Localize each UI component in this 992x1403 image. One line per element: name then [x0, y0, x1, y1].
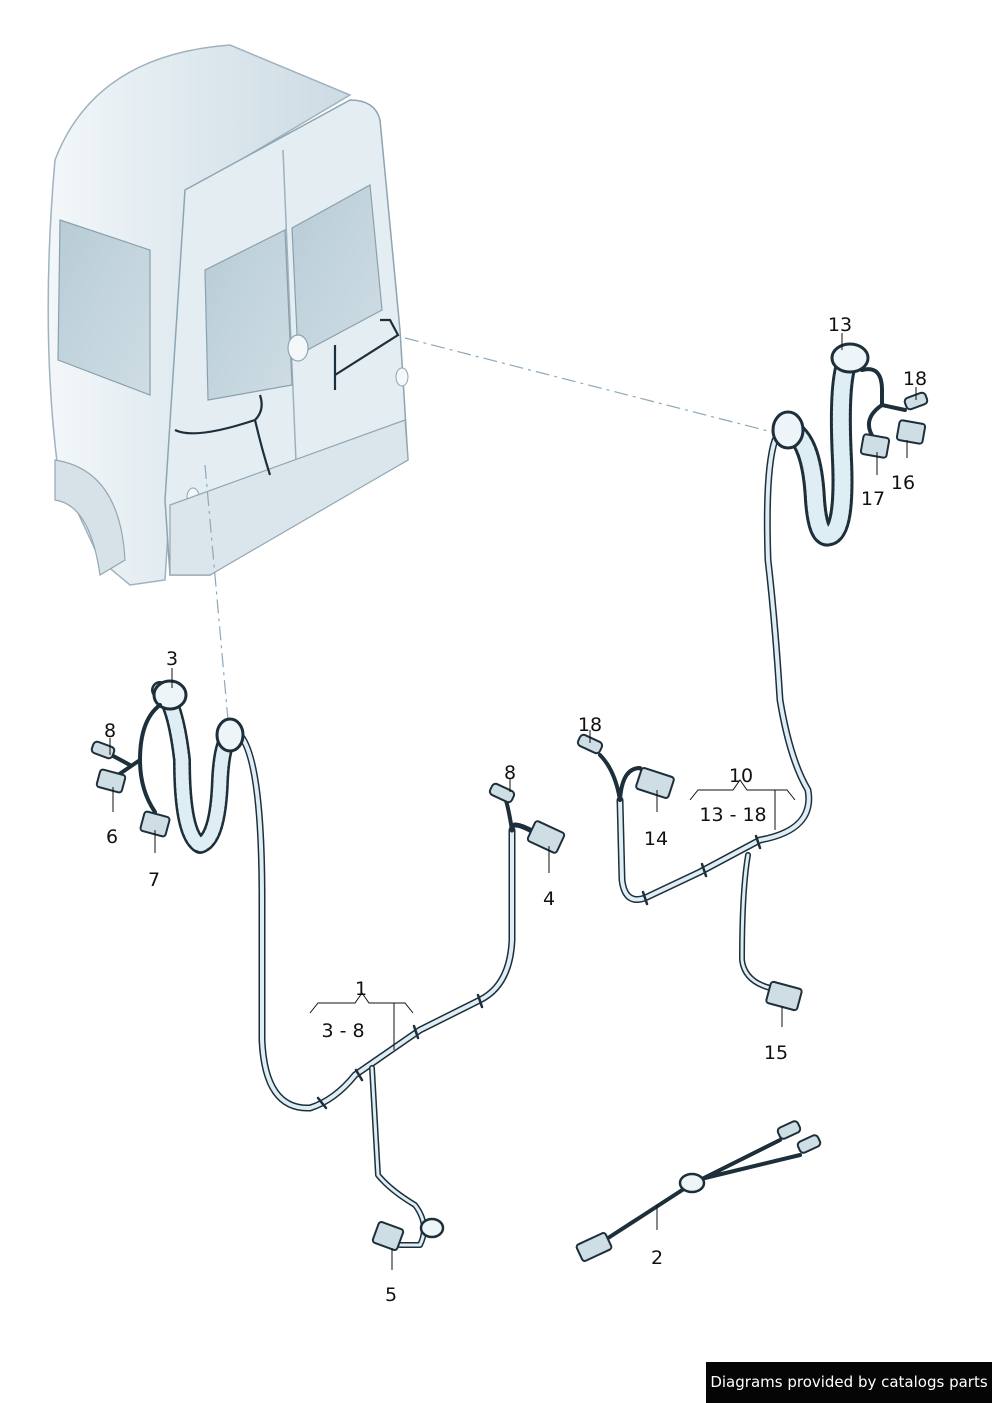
van-rear-window-right: [291, 184, 383, 356]
van-door-split: [282, 149, 299, 511]
van-bumper: [169, 419, 409, 576]
connector-4: [526, 820, 566, 854]
connector-5: [371, 1221, 405, 1251]
grommet-bellows-3: [151, 679, 245, 854]
callout-7: 7: [147, 869, 161, 891]
callout-4: 4: [542, 888, 556, 910]
van-side-body: [47, 44, 352, 586]
connector-7: [139, 810, 171, 838]
connector-6: [95, 768, 127, 794]
harness-1-branch-5: [369, 1065, 427, 1248]
callout-17: 17: [860, 488, 886, 510]
callout-18-right: 18: [902, 368, 928, 390]
sensor-2-b: [796, 1134, 822, 1154]
catalog-credit-banner: Diagrams provided by catalogs parts: [706, 1362, 992, 1403]
harness-10: [576, 342, 929, 1012]
van-wheel-arch: [54, 459, 126, 576]
callout-10: 10: [728, 765, 754, 787]
harness-1-trunk: [236, 731, 516, 1112]
callout-10-range: 13 - 18: [699, 804, 767, 826]
callout-8-left: 8: [103, 720, 117, 742]
van-side-window: [57, 219, 151, 396]
harness-2-adapter: [575, 1120, 822, 1262]
connector-15: [765, 980, 803, 1012]
connector-17: [859, 433, 891, 459]
callout-3: 3: [165, 648, 179, 670]
harness-1: [90, 679, 566, 1251]
callout-6: 6: [105, 826, 119, 848]
harness-10-branch-15: [739, 852, 783, 993]
van-rear-window-left: [204, 229, 293, 401]
callout-18-left: 18: [577, 714, 603, 736]
callout-1: 1: [354, 978, 368, 1000]
callout-8-right: 8: [503, 762, 517, 784]
van-lamp-right: [395, 367, 409, 387]
callout-13: 13: [827, 314, 853, 336]
sensor-18-right: [903, 391, 929, 411]
callout-14: 14: [643, 828, 669, 850]
callout-leaders: [109, 333, 917, 1270]
callout-15: 15: [763, 1042, 789, 1064]
connector-16: [895, 419, 927, 445]
sensor-8-left: [90, 740, 116, 760]
callout-5: 5: [384, 1284, 398, 1306]
trunk-clips: [316, 993, 484, 1110]
connector-14: [635, 767, 675, 799]
van-rear-view: [47, 44, 409, 586]
leader-line-rear-right: [404, 337, 773, 433]
sensor-18-left: [576, 733, 604, 755]
callout-2: 2: [650, 1247, 664, 1269]
callout-1-range: 3 - 8: [321, 1020, 365, 1042]
grommet-adapter-2: [678, 1172, 706, 1194]
sensor-2-a: [776, 1120, 802, 1140]
grommet-branch-5: [419, 1217, 445, 1239]
van-wiring: [174, 318, 400, 476]
leader-lines: [204, 337, 773, 721]
grommet-bellows-13: [771, 342, 870, 547]
sensor-8-right: [488, 782, 516, 804]
leader-line-rear-left: [204, 464, 229, 721]
van-door-handle: [287, 334, 309, 362]
trunk-10-clips: [641, 834, 762, 906]
connector-2: [575, 1232, 613, 1262]
callout-16: 16: [890, 472, 916, 494]
